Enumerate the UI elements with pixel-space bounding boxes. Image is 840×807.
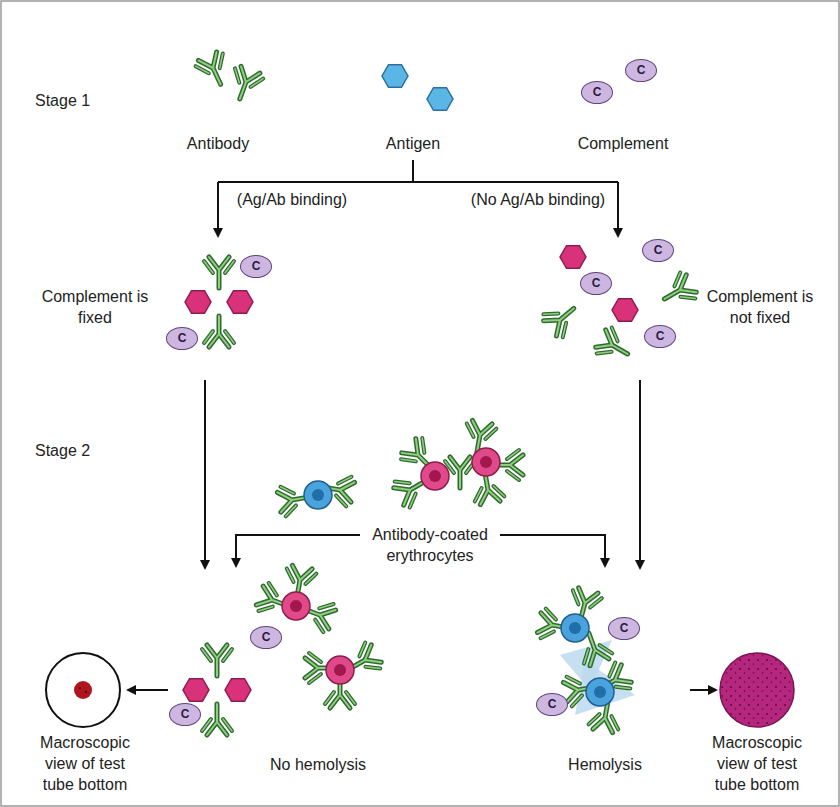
complement-ellipse: C [580, 272, 612, 295]
result-label: No hemolysis [268, 755, 368, 776]
stage-label: Stage 2 [35, 441, 125, 462]
complement-letter: C [637, 64, 646, 76]
item-label: Complement [563, 134, 683, 155]
cell-label: Antibody-coated erythrocytes [355, 525, 505, 567]
complement-letter: C [181, 708, 190, 720]
tube-bottom-negative [46, 653, 120, 727]
complement-ellipse: C [644, 325, 676, 348]
branch-label: (Ag/Ab binding) [217, 190, 367, 211]
complement-ellipse: C [625, 59, 657, 82]
complement-letter: C [262, 631, 271, 643]
complement-ellipse: C [166, 327, 198, 350]
unbound-mixture [540, 246, 698, 367]
complement-letter: C [178, 332, 187, 344]
complement-ellipse: C [642, 239, 674, 262]
antibody-icons [194, 50, 265, 104]
complement-ellipse: C [536, 693, 568, 716]
result-label: Complement is fixed [40, 287, 150, 329]
complement-ellipse: C [250, 626, 282, 649]
stage-label: Stage 1 [35, 91, 125, 112]
no-hemolysis-group [183, 565, 384, 735]
complement-ellipse: C [169, 703, 201, 726]
antigen-icons [382, 65, 453, 111]
item-label: Antibody [163, 134, 273, 155]
branch-label: (No Ag/Ab binding) [458, 190, 618, 211]
hemolysis-group [537, 587, 635, 734]
complement-letter: C [252, 260, 261, 272]
complement-letter: C [620, 622, 629, 634]
complement-ellipse: C [608, 617, 640, 640]
result-label: Hemolysis [555, 755, 655, 776]
complement-letter: C [592, 277, 601, 289]
result-label: Complement is not fixed [705, 287, 815, 329]
complement-letter: C [656, 330, 665, 342]
complement-letter: C [654, 244, 663, 256]
tube-label: Macroscopic view of test tube bottom [31, 733, 139, 795]
coated-erythrocytes [277, 420, 523, 517]
complement-ellipse: C [240, 255, 272, 278]
tube-bottom-positive [720, 653, 794, 727]
item-label: Antigen [363, 134, 463, 155]
flow-lines [128, 160, 716, 690]
tube-label: Macroscopic view of test tube bottom [703, 733, 811, 795]
complement-ellipse: C [581, 81, 613, 104]
complement-letter: C [548, 698, 557, 710]
complement-letter: C [593, 86, 602, 98]
